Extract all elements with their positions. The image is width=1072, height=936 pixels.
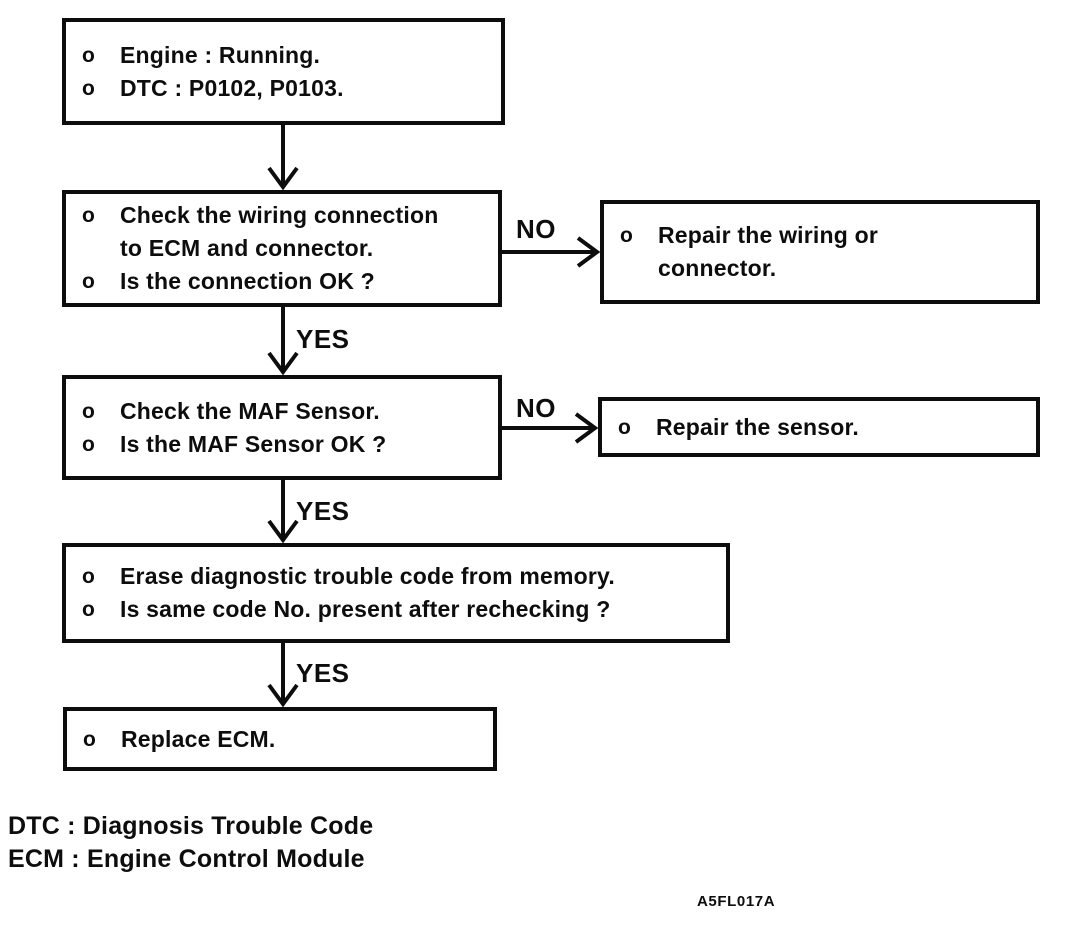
- bullet-marker: o: [82, 76, 95, 100]
- step-text: Is the MAF Sensor OK ?: [120, 430, 387, 457]
- step-text: Check the MAF Sensor.: [120, 397, 380, 424]
- arrow-check-maf-no-right: [502, 412, 599, 444]
- legend-ecm: ECM : Engine Control Module: [8, 845, 365, 873]
- bullet-marker: o: [82, 270, 95, 293]
- step-text: Engine : Running.: [120, 41, 321, 68]
- arrow-check-wiring-yes-down: [267, 307, 299, 376]
- bullet-marker: o: [82, 598, 95, 621]
- legend-dtc: DTC : Diagnosis Trouble Code: [8, 812, 374, 840]
- step-text: DTC : P0102, P0103.: [120, 74, 344, 101]
- flow-box-repair-sensor: o Repair the sensor.: [598, 397, 1040, 457]
- bullet-marker: o: [82, 565, 95, 588]
- label-yes-erase-dtc: YES: [296, 658, 350, 688]
- list-item: o Check the wiring connection to ECM and…: [82, 199, 492, 265]
- bullet-marker: o: [620, 224, 633, 247]
- list-item: o Erase diagnostic trouble code from mem…: [82, 560, 720, 593]
- flow-box-start: o Engine : Running. o DTC : P0102, P0103…: [62, 18, 505, 125]
- step-text: Repair the sensor.: [656, 413, 860, 440]
- arrow-start-to-check-wiring: [267, 125, 299, 191]
- list-item: o DTC : P0102, P0103.: [82, 72, 495, 105]
- step-text: Repair the wiring or connector.: [658, 222, 878, 281]
- step-text: Erase diagnostic trouble code from memor…: [120, 563, 615, 589]
- label-no-check-wiring: NO: [516, 214, 556, 244]
- step-text: Check the wiring connection to ECM and c…: [120, 202, 439, 261]
- bullet-marker: o: [82, 399, 95, 423]
- label-yes-check-maf: YES: [296, 496, 350, 526]
- legend: DTC : Diagnosis Trouble Code ECM : Engin…: [8, 810, 373, 876]
- list-item: o Repair the wiring or connector.: [620, 219, 1030, 285]
- arrow-check-wiring-no-right: [502, 236, 601, 268]
- bullet-marker: o: [618, 415, 631, 439]
- step-text: Replace ECM.: [121, 725, 276, 752]
- label-yes-check-wiring: YES: [296, 324, 350, 354]
- list-item: o Repair the sensor.: [618, 411, 1030, 444]
- list-item: o Is the MAF Sensor OK ?: [82, 428, 492, 461]
- list-item: o Is same code No. present after recheck…: [82, 593, 720, 626]
- list-item: o Engine : Running.: [82, 39, 495, 72]
- step-text: Is same code No. present after recheckin…: [120, 596, 611, 622]
- list-item: o Check the MAF Sensor.: [82, 395, 492, 428]
- flow-box-replace-ecm: o Replace ECM.: [63, 707, 497, 771]
- bullet-marker: o: [83, 727, 96, 751]
- list-item: o Is the connection OK ?: [82, 265, 492, 298]
- step-text: Is the connection OK ?: [120, 268, 375, 294]
- arrow-check-maf-yes-down: [267, 480, 299, 544]
- bullet-marker: o: [82, 432, 95, 456]
- flow-box-erase-dtc: o Erase diagnostic trouble code from mem…: [62, 543, 730, 643]
- list-item: o Replace ECM.: [83, 723, 487, 756]
- flow-box-check-wiring: o Check the wiring connection to ECM and…: [62, 190, 502, 307]
- flow-box-repair-wiring: o Repair the wiring or connector.: [600, 200, 1040, 304]
- figure-code: A5FL017A: [697, 893, 776, 910]
- label-no-check-maf: NO: [516, 393, 556, 423]
- arrow-erase-dtc-yes-down: [267, 643, 299, 708]
- flow-box-check-maf: o Check the MAF Sensor. o Is the MAF Sen…: [62, 375, 502, 480]
- bullet-marker: o: [82, 204, 95, 227]
- bullet-marker: o: [82, 43, 95, 67]
